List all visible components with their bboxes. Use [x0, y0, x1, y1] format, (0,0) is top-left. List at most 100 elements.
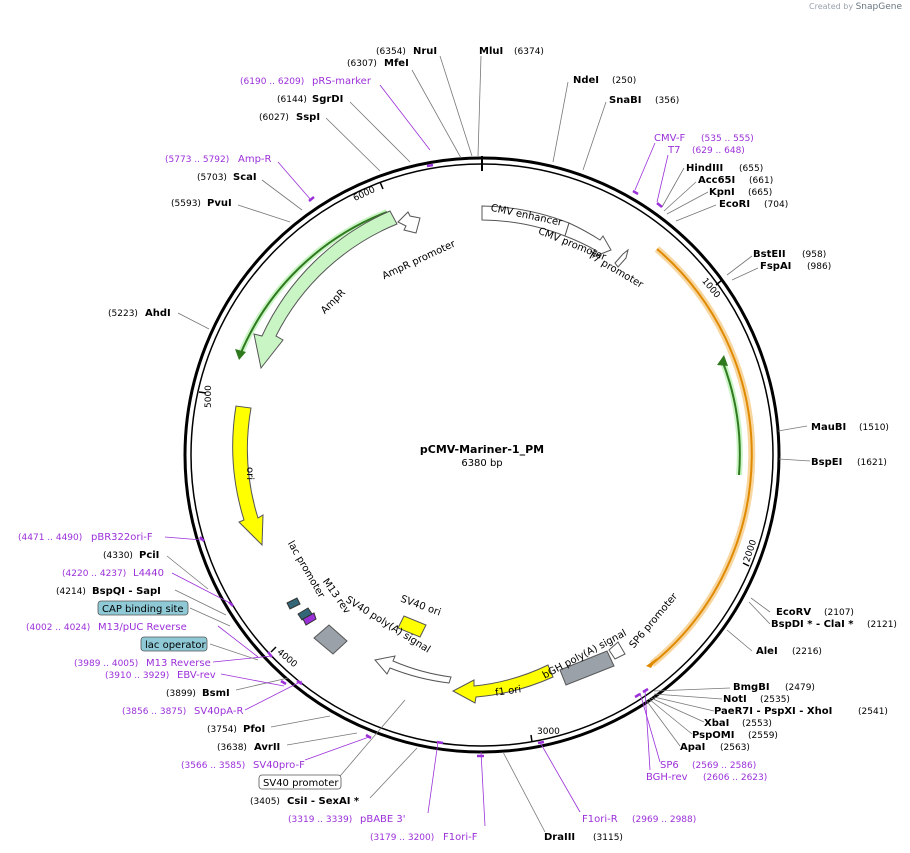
site-cap-binding-site: CAP binding site [102, 604, 184, 615]
label-t7-promoter: T7 promoter [585, 250, 646, 291]
site-amp-r[interactable]: Amp-R [238, 154, 272, 165]
site-ecorv[interactable]: EcoRV [776, 607, 811, 618]
site-apai[interactable]: ApaI [680, 742, 705, 753]
site-mfei[interactable]: MfeI [384, 58, 409, 69]
site-sv40pa-r[interactable]: SV40pA-R [194, 706, 243, 717]
site-sp6[interactable]: SP6 [660, 760, 679, 771]
site-pfoi[interactable]: PfoI [243, 724, 265, 735]
site-mlui[interactable]: MluI [479, 46, 503, 57]
sv40-polya-arrow [374, 655, 452, 684]
site-pbabe3[interactable]: pBABE 3' [360, 814, 406, 825]
site-bgh-rev[interactable]: BGH-rev [646, 772, 688, 783]
site-pspomi[interactable]: PspOMI [692, 730, 734, 741]
site-pbr322ori-f[interactable]: pBR322ori-F [91, 532, 153, 543]
site-bsmi-pos: (3899) [166, 689, 196, 699]
tick-label-4000: 4000 [275, 648, 299, 671]
site-f1ori-r[interactable]: F1ori-R [582, 814, 618, 825]
site-f1ori-f[interactable]: F1ori-F [443, 832, 478, 843]
site-m13-reverse-pos: (3989 .. 4005) [74, 659, 138, 669]
site-ndei[interactable]: NdeI [573, 75, 599, 86]
site-nrui[interactable]: NruI [413, 46, 437, 57]
site-snabi[interactable]: SnaBI [609, 95, 641, 106]
site-fspai[interactable]: FspAI [760, 261, 791, 272]
label-ampr: AmpR [319, 287, 348, 316]
site-ahdi[interactable]: AhdI [145, 308, 171, 319]
site-csii-sexai[interactable]: CsiI - SexAI * [287, 796, 360, 807]
ori-feature [232, 405, 264, 547]
site-bspdi-clai[interactable]: BspDI * - ClaI * [771, 619, 854, 630]
green-arc-right-arrowhead [717, 355, 728, 366]
site-bgh-rev-pos: (2606 .. 2623) [703, 773, 767, 783]
site-alei[interactable]: AleI [756, 646, 778, 657]
site-avrii[interactable]: AvrII [254, 742, 280, 753]
sv40-ori-feature [397, 615, 427, 638]
site-bspqi-sapi[interactable]: BspQI - SapI [92, 586, 161, 597]
site-xbai[interactable]: XbaI [704, 718, 729, 729]
site-sv40-promoter: SV40 promoter [263, 778, 339, 789]
site-m13-puc-reverse[interactable]: M13/pUC Reverse [98, 622, 187, 633]
site-scai[interactable]: ScaI [233, 172, 257, 183]
site-sv40pro-f-pos: (3566 .. 3585) [181, 761, 245, 771]
cap-binding-site-box[interactable] [97, 600, 189, 616]
site-pvui-pos: (5593) [171, 199, 201, 209]
site-ecori-pos: (704) [764, 200, 788, 210]
site-bsteii[interactable]: BstEII [753, 249, 786, 260]
site-paer7i-pos: (2541) [858, 707, 888, 717]
label-ori: ori [244, 467, 255, 480]
site-hindiii-pos: (655) [739, 164, 763, 174]
site-xbai-pos: (2553) [742, 719, 772, 729]
cmv-promoter-feature [564, 222, 612, 259]
site-f1ori-f-pos: (3179 .. 3200) [370, 833, 434, 843]
site-ebv-rev-pos: (3910 .. 3929) [105, 671, 169, 681]
tick-marks [198, 181, 750, 743]
site-paer7i-pspxi-xhoi[interactable]: PaeR7I - PspXI - XhoI [714, 706, 832, 717]
label-lac-promoter: lac promoter [285, 539, 327, 601]
site-cmv-f[interactable]: CMV-F [654, 133, 685, 144]
sp6-promoter-feature [608, 641, 626, 660]
site-bsmi[interactable]: BsmI [202, 688, 230, 699]
site-sspi[interactable]: SspI [296, 112, 320, 123]
site-scai-pos: (5703) [197, 173, 227, 183]
credit-label: Created by SnapGene [809, 2, 902, 12]
site-ebv-rev[interactable]: EBV-rev [177, 670, 216, 681]
leader-lines [164, 55, 811, 833]
cap-site-feature [286, 597, 301, 610]
site-sgrdi[interactable]: SgrDI [312, 94, 343, 105]
site-maubi[interactable]: MauBI [811, 422, 846, 433]
site-m13-reverse[interactable]: M13 Reverse [146, 658, 211, 669]
site-acc65i[interactable]: Acc65I [698, 175, 735, 186]
site-csii-sexai-pos: (3405) [250, 797, 280, 807]
primer-marks [199, 163, 663, 758]
site-sv40pro-f[interactable]: SV40pro-F [253, 760, 305, 771]
site-maubi-pos: (1510) [859, 423, 889, 433]
lac-operator-box[interactable] [140, 636, 208, 652]
site-amp-r-pos: (5773 .. 5792) [165, 155, 229, 165]
site-ahdi-pos: (5223) [108, 309, 138, 319]
site-bsteii-pos: (958) [802, 250, 826, 260]
orange-cds-arrowhead [646, 658, 657, 668]
sv40-promoter-box[interactable] [258, 774, 342, 790]
green-arc-left-arrowhead [235, 349, 246, 360]
site-pfoi-pos: (3754) [207, 725, 237, 735]
site-pvui[interactable]: PvuI [207, 198, 232, 209]
site-l4440[interactable]: L4440 [133, 568, 164, 579]
site-prs-marker-pos: (6190 .. 6209) [240, 77, 304, 87]
site-bspei[interactable]: BspEI [811, 457, 842, 468]
site-nrui-pos: (6354) [376, 47, 406, 57]
site-ecori[interactable]: EcoRI [719, 199, 750, 210]
site-snabi-pos: (356) [655, 96, 679, 106]
site-prs-marker[interactable]: pRS-marker [312, 76, 372, 87]
site-t7[interactable]: T7 [667, 145, 680, 156]
tick-label-3000: 3000 [537, 727, 560, 737]
site-noti[interactable]: NotI [723, 694, 747, 705]
site-draiii[interactable]: DraIII [544, 832, 575, 843]
plasmid-name: pCMV-Mariner-1_PM [420, 443, 544, 456]
label-f1-ori: f1 ori [495, 684, 522, 699]
site-kpni[interactable]: KpnI [709, 187, 735, 198]
site-t7-pos: (629 .. 648) [692, 146, 745, 156]
site-hindiii[interactable]: HindIII [686, 163, 723, 174]
site-sp6-pos: (2569 .. 2586) [692, 761, 756, 771]
site-acc65i-pos: (661) [749, 176, 773, 186]
site-pcii[interactable]: PciI [139, 550, 159, 561]
site-bmgbi[interactable]: BmgBI [733, 682, 770, 693]
